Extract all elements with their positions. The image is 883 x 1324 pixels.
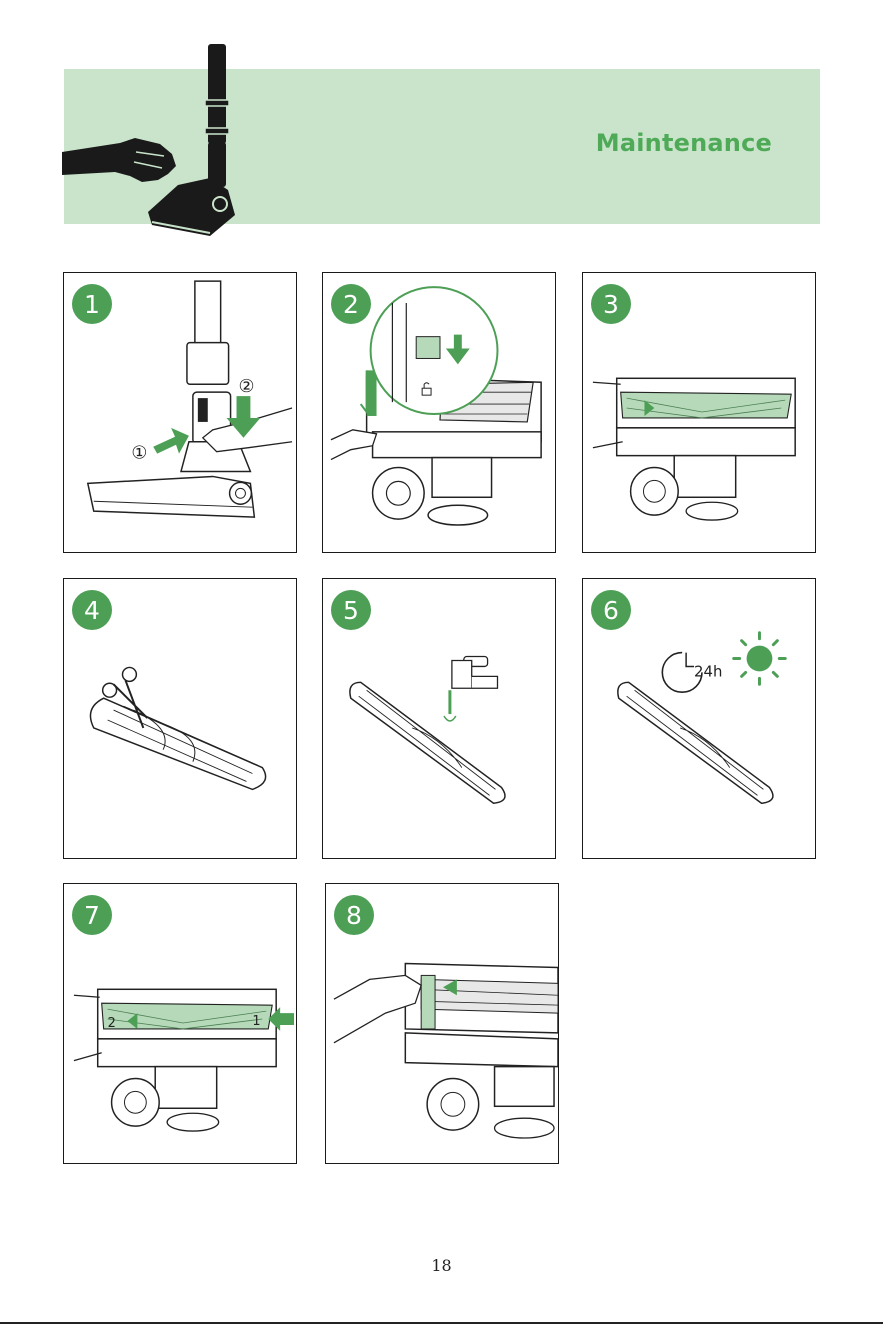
page-title: Maintenance: [596, 129, 772, 157]
step-number-badge: 2: [331, 284, 371, 324]
step-6-panel: 6 24h: [582, 578, 816, 859]
step-7-panel: 7 2 1: [63, 883, 297, 1164]
duration-label: 24h: [694, 662, 722, 680]
hand-icon: [62, 138, 176, 182]
step-5-panel: 5: [322, 578, 556, 859]
step-number-badge: 7: [72, 895, 112, 935]
step-number-badge: 1: [72, 284, 112, 324]
step-number-badge: 8: [334, 895, 374, 935]
step-number-badge: 4: [72, 590, 112, 630]
page-number: 18: [0, 1256, 883, 1275]
step-2-panel: 2: [322, 272, 556, 553]
sun-icon: [734, 633, 786, 685]
callout-2: 2: [108, 1016, 116, 1031]
arrow-icon: [153, 428, 189, 454]
clock-icon: 24h: [662, 653, 722, 693]
step-8-panel: 8: [325, 883, 559, 1164]
step-number-badge: 3: [591, 284, 631, 324]
vacuum-icon: [60, 40, 250, 245]
step-number-badge: 5: [331, 590, 371, 630]
callout-1: ①: [131, 443, 147, 464]
step-1-panel: 1 ① ②: [63, 272, 297, 553]
tap-icon: [444, 657, 498, 721]
callout-1: 1: [252, 1014, 260, 1029]
step-4-panel: 4: [63, 578, 297, 859]
step-number-badge: 6: [591, 590, 631, 630]
callout-2: ②: [238, 376, 254, 397]
step-3-panel: 3: [582, 272, 816, 553]
